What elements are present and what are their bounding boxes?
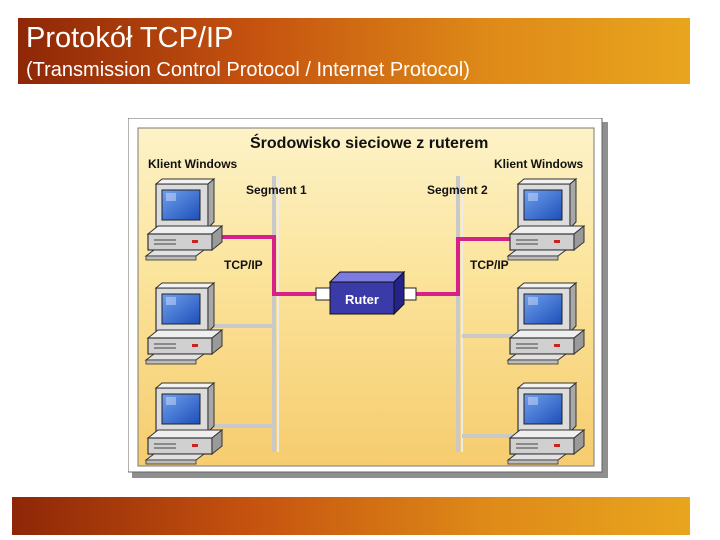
right-client-label: Klient Windows bbox=[494, 157, 584, 171]
right-protocol-label: TCP/IP bbox=[470, 258, 509, 272]
tcpip-link-left bbox=[200, 235, 324, 296]
router-label: Ruter bbox=[345, 292, 379, 307]
tcpip-link-right bbox=[408, 237, 534, 296]
client-computer-right-1 bbox=[507, 178, 585, 261]
footer-bar bbox=[12, 497, 690, 535]
client-computer-right-2 bbox=[507, 282, 585, 365]
network-diagram: Ruter Środowisko sieciowe z ruterem Klie… bbox=[127, 117, 610, 485]
segment-1-label: Segment 1 bbox=[246, 183, 307, 197]
left-client-label: Klient Windows bbox=[148, 157, 238, 171]
diagram-heading: Środowisko sieciowe z ruterem bbox=[250, 133, 488, 152]
title-bar: Protokół TCP/IP (Transmission Control Pr… bbox=[18, 18, 690, 84]
left-protocol-label: TCP/IP bbox=[224, 258, 263, 272]
segment-1-line bbox=[204, 176, 279, 452]
client-computer-left-2 bbox=[145, 282, 223, 365]
client-computer-left-3 bbox=[145, 382, 223, 465]
client-computer-right-3 bbox=[507, 382, 585, 465]
segment-2-label: Segment 2 bbox=[427, 183, 488, 197]
slide-subtitle: (Transmission Control Protocol / Interne… bbox=[26, 59, 470, 81]
client-computer-left-1 bbox=[145, 178, 223, 261]
router-device: Ruter bbox=[315, 270, 417, 316]
slide-title: Protokół TCP/IP bbox=[26, 22, 234, 54]
